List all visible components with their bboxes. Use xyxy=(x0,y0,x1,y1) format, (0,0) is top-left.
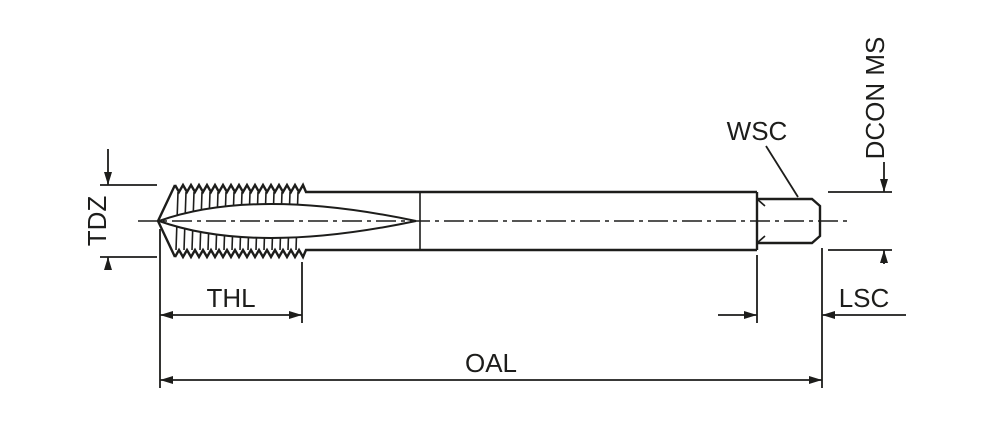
tap-outline-bottom xyxy=(173,247,757,260)
tdz-arrow-bottom xyxy=(104,257,112,270)
thl-label: THL xyxy=(206,283,255,313)
dimension-dcon: DCON MS xyxy=(828,37,892,264)
wsc-leader-line xyxy=(765,145,799,198)
wsc-label: WSC xyxy=(727,116,788,146)
thl-arrow-left xyxy=(160,311,173,319)
oal-label: OAL xyxy=(465,348,517,378)
dimension-oal: OAL xyxy=(159,229,823,388)
tap-tip-cone xyxy=(156,184,177,258)
oal-arrow-right xyxy=(809,376,822,384)
lsc-label: LSC xyxy=(839,283,890,313)
lsc-arrow-left xyxy=(744,311,757,319)
dcon-arrow-top xyxy=(880,179,888,192)
dimension-lsc: LSC xyxy=(718,255,906,323)
square-drive-chamfer-lines xyxy=(756,198,766,244)
lsc-arrow-right xyxy=(822,311,835,319)
dcon-label: DCON MS xyxy=(860,37,890,160)
tap-outline-top xyxy=(173,182,757,195)
tdz-extension-lines xyxy=(100,184,157,258)
dcon-extension-lines xyxy=(828,191,892,251)
dimension-tdz: TDZ xyxy=(82,149,157,270)
thl-arrow-right xyxy=(289,311,302,319)
tdz-label: TDZ xyxy=(82,196,112,247)
dimension-thl: THL xyxy=(160,262,303,323)
wsc-callout: WSC xyxy=(727,116,799,198)
oal-arrow-left xyxy=(160,376,173,384)
tdz-arrow-top xyxy=(104,172,112,185)
dcon-arrow-bottom xyxy=(880,250,888,263)
